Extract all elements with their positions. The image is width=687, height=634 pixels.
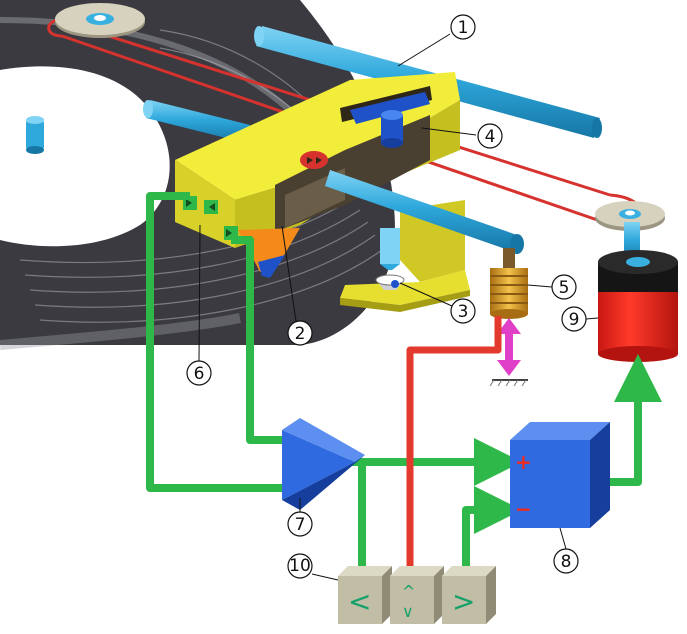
svg-text:5: 5 (559, 278, 570, 298)
servo-amplifier-box: + − (510, 422, 610, 528)
signal-wiring (146, 192, 662, 566)
guide-rail-bottom (143, 100, 250, 143)
callout-1: 1 (450, 14, 476, 40)
callout-3: 3 (450, 298, 476, 324)
svg-text:4: 4 (485, 127, 496, 147)
motor-pulley (595, 201, 665, 231)
chevron-left-icon: < (348, 585, 371, 618)
callout-4: 4 (477, 123, 503, 149)
svg-text:10: 10 (289, 556, 311, 576)
svg-text:7: 7 (295, 515, 306, 535)
svg-text:2: 2 (295, 324, 306, 344)
minus-sign: − (515, 497, 532, 521)
focus-coil-assembly (350, 92, 430, 148)
control-buttons: < ^ ∨ > (338, 566, 496, 624)
down-arrow-icon: ∨ (402, 602, 414, 621)
callout-6: 6 (186, 360, 212, 386)
objective-lens (375, 228, 405, 290)
spindle-pin (26, 116, 44, 154)
focus-actuator-coil (490, 248, 528, 319)
callout-2: 2 (287, 320, 313, 346)
svg-text:1: 1 (458, 18, 469, 38)
svg-text:8: 8 (561, 552, 572, 572)
callout-7: 7 (287, 511, 313, 537)
drive-motor (598, 222, 678, 362)
vertical-actuator-arrow (489, 318, 528, 387)
svg-text:6: 6 (194, 364, 205, 384)
idler-pulley (55, 3, 145, 38)
plus-sign: + (515, 450, 532, 474)
callout-leaders (198, 33, 599, 581)
button-right[interactable]: > (442, 566, 496, 624)
callout-5: 5 (551, 274, 577, 300)
button-left[interactable]: < (338, 566, 392, 624)
callout-10: 10 (287, 553, 313, 579)
callout-9: 9 (561, 306, 587, 332)
laser-emitter (300, 151, 328, 169)
svg-text:9: 9 (569, 310, 580, 330)
up-arrow-icon: ^ (402, 582, 415, 601)
button-updown[interactable]: ^ ∨ (390, 566, 444, 624)
svg-text:3: 3 (458, 302, 469, 322)
chevron-right-icon: > (452, 585, 475, 618)
callout-8: 8 (553, 548, 579, 574)
photodiode-amplifier (282, 418, 365, 510)
